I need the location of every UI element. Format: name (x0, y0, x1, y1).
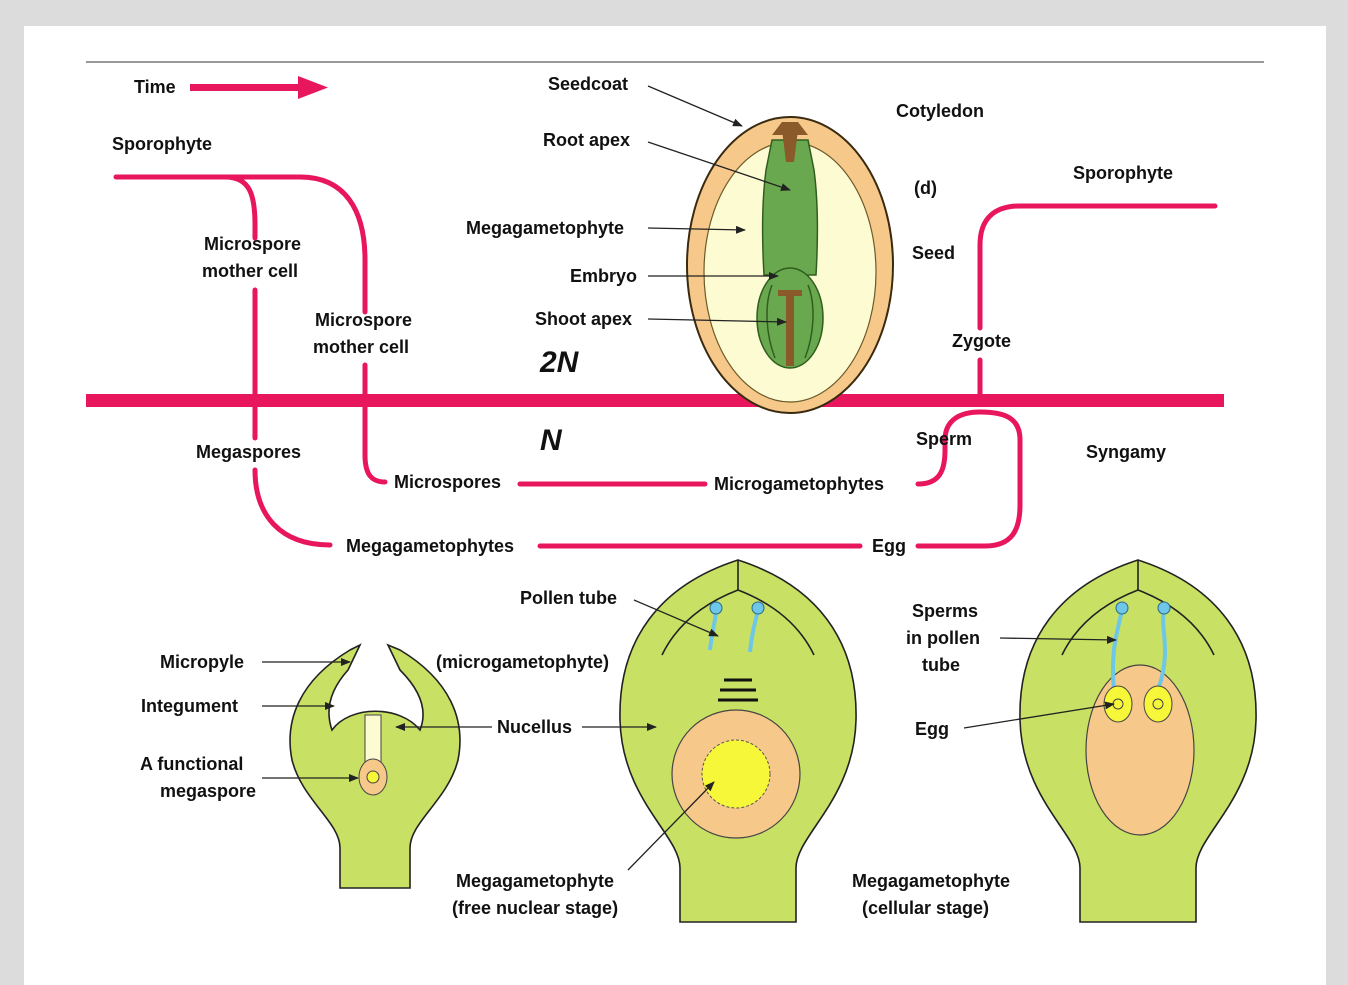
label-embryo: Embryo (570, 266, 637, 286)
label-microspore-mother-cell-2a: Microspore (315, 310, 412, 330)
label-megagametophytes: Megagametophytes (346, 536, 514, 556)
label-megaspores: Megaspores (196, 442, 301, 462)
megaspore-to-megagametophyte-line (255, 470, 330, 545)
label-megagametophyte: Megagametophyte (466, 218, 624, 238)
label-n: N (540, 424, 563, 457)
label-d: (d) (914, 178, 937, 198)
label-2n: 2N (539, 346, 580, 379)
label-seedcoat: Seedcoat (548, 74, 628, 94)
ovule-cellular (1020, 560, 1256, 922)
pollen-grain-right-3 (1158, 602, 1170, 614)
label-microspore-mother-cell-2b: mother cell (313, 337, 409, 357)
label-shoot-apex: Shoot apex (535, 309, 632, 329)
label-syngamy: Syngamy (1086, 442, 1166, 462)
label-cotyledon: Cotyledon (896, 101, 984, 121)
label-microgametophyte-paren: (microgametophyte) (436, 652, 609, 672)
ovule-functional-megaspore (290, 645, 460, 888)
label-time: Time (134, 77, 176, 97)
label-megagametophyte-free-a: Megagametophyte (456, 871, 614, 891)
label-functional-megaspore-a: A functional (140, 754, 243, 774)
functional-megaspore-nucleus (367, 771, 379, 783)
label-megagametophyte-cell-a: Megagametophyte (852, 871, 1010, 891)
label-sperms-a: Sperms (912, 601, 978, 621)
label-sporophyte-left: Sporophyte (112, 134, 212, 154)
label-egg-ovule: Egg (915, 719, 949, 739)
label-microspore-mother-cell-1a: Microspore (204, 234, 301, 254)
egg-nucleus-right (1153, 699, 1163, 709)
label-micropyle: Micropyle (160, 652, 244, 672)
seedcoat-pointer (648, 86, 742, 126)
label-nucellus: Nucellus (497, 717, 572, 737)
pollen-grain-left-3 (1116, 602, 1128, 614)
label-microspores: Microspores (394, 472, 501, 492)
label-zygote: Zygote (952, 331, 1011, 351)
label-egg-cycle: Egg (872, 536, 906, 556)
seed-illustration (687, 117, 893, 413)
life-cycle-lines (116, 177, 1215, 546)
label-megagametophyte-free-b: (free nuclear stage) (452, 898, 618, 918)
time-arrow (190, 76, 328, 99)
megaspore-mother-cell-line (225, 177, 255, 238)
label-seed: Seed (912, 243, 955, 263)
pollen-grain-left-2 (710, 602, 722, 614)
label-sperm: Sperm (916, 429, 972, 449)
cellular-megagametophyte (1086, 665, 1194, 835)
label-microgametophytes: Microgametophytes (714, 474, 884, 494)
label-functional-megaspore-b: megaspore (160, 781, 256, 801)
sporophyte-line-right (980, 206, 1215, 328)
microspore-mother-cell-line-lower (365, 365, 385, 482)
label-microspore-mother-cell-1b: mother cell (202, 261, 298, 281)
pollen-grain-right-2 (752, 602, 764, 614)
egg-nucleus-left (1113, 699, 1123, 709)
label-pollen-tube: Pollen tube (520, 588, 617, 608)
label-root-apex: Root apex (543, 130, 630, 150)
label-megagametophyte-cell-b: (cellular stage) (862, 898, 989, 918)
label-sperms-b: in pollen (906, 628, 980, 648)
free-nuclear-center (702, 740, 770, 808)
label-sporophyte-right: Sporophyte (1073, 163, 1173, 183)
ovule-free-nuclear (620, 560, 856, 922)
label-sperms-c: tube (922, 655, 960, 675)
label-integument: Integument (141, 696, 238, 716)
